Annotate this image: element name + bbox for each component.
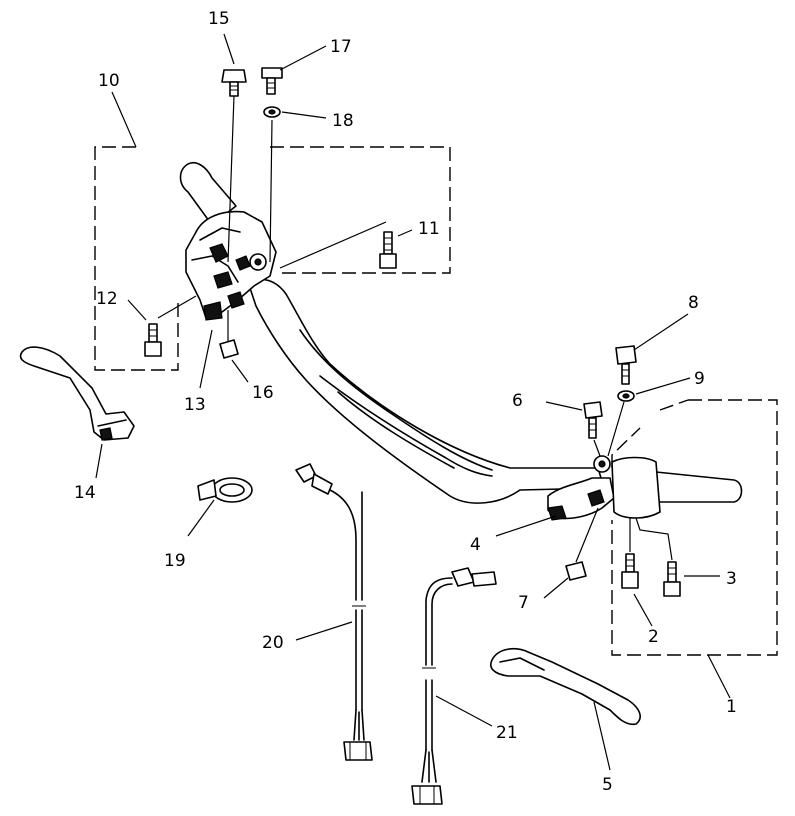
- callout-19: 19: [164, 551, 186, 571]
- callout-11: 11: [418, 219, 440, 239]
- brake-lever: [490, 647, 641, 726]
- callout-16: 16: [252, 383, 274, 403]
- callout-8: 8: [688, 293, 699, 313]
- callout-6: 6: [512, 391, 523, 411]
- callout-18: 18: [332, 111, 354, 131]
- leader-lines: [95, 33, 731, 771]
- screw-2: [621, 518, 639, 589]
- callout-1: 1: [726, 697, 737, 717]
- screw-3: [635, 517, 681, 597]
- callout-17: 17: [330, 37, 352, 57]
- callout-21: 21: [496, 723, 518, 743]
- right-lever-holder: [547, 455, 661, 521]
- callout-5: 5: [602, 775, 613, 795]
- clutch-lever: [19, 346, 135, 441]
- callout-20: 20: [262, 633, 284, 653]
- callout-7: 7: [518, 593, 529, 613]
- callout-3: 3: [726, 569, 737, 589]
- callout-9: 9: [694, 369, 705, 389]
- cable-20: [295, 463, 373, 761]
- nut-7: [565, 507, 599, 581]
- washer-18: [263, 106, 281, 263]
- callout-2: 2: [648, 627, 659, 647]
- screw-11: [379, 231, 397, 269]
- callout-15: 15: [208, 9, 230, 29]
- bolt-17: [261, 67, 283, 95]
- nut-16: [219, 310, 239, 359]
- callout-labels: 15 17 18 10 11 12 13 16 14 19 20 21 5 1 …: [74, 9, 737, 795]
- washer-9: [607, 390, 635, 457]
- left-lever-holder: [185, 210, 277, 321]
- cable-21: [411, 567, 497, 805]
- callout-4: 4: [470, 535, 481, 555]
- bolt-15: [221, 69, 247, 263]
- clamp-band: [197, 477, 253, 503]
- callout-13: 13: [184, 395, 206, 415]
- screw-12: [144, 323, 162, 357]
- bolt-8: [615, 345, 637, 385]
- handlebar: [179, 162, 743, 504]
- callout-14: 14: [74, 483, 96, 503]
- group-box-10: [94, 146, 451, 371]
- bolt-6: [583, 401, 603, 457]
- callout-10: 10: [98, 71, 120, 91]
- callout-12: 12: [96, 289, 118, 309]
- group-box-1: [611, 399, 778, 656]
